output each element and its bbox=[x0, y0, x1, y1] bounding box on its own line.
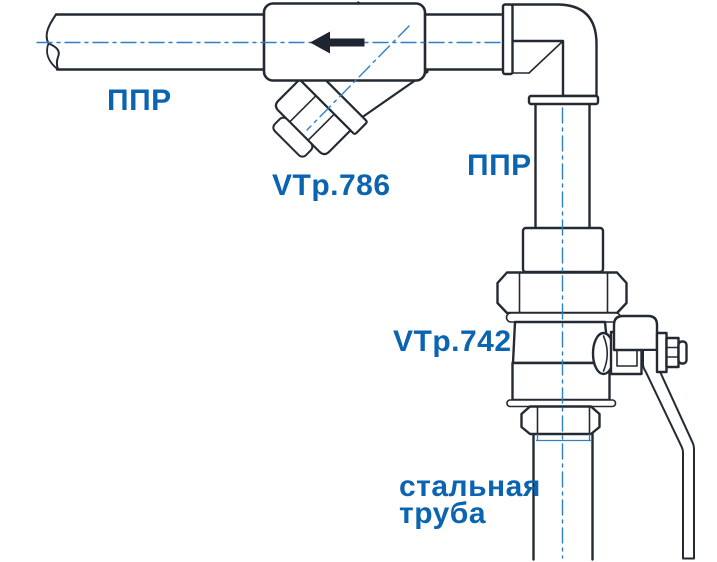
bottom-nut bbox=[520, 405, 601, 436]
handle-bracket bbox=[612, 314, 659, 352]
union-ball-valve bbox=[496, 226, 628, 436]
pipe-break-symbol bbox=[45, 13, 60, 71]
ppr-pipe-vertical bbox=[534, 98, 591, 232]
centerline-diagonal bbox=[306, 25, 410, 131]
label-ppr-top: ППР bbox=[107, 84, 172, 117]
flow-direction-arrow-icon bbox=[310, 31, 365, 54]
valve-handle bbox=[612, 314, 695, 560]
handle-lever bbox=[642, 349, 695, 560]
label-steel-pipe-line1: стальная bbox=[399, 470, 541, 503]
label-valve-model: VTp.742 bbox=[393, 325, 512, 358]
label-strainer-model: VTp.786 bbox=[272, 169, 391, 202]
elbow-fitting bbox=[501, 3, 600, 106]
elbow-socket-left bbox=[501, 3, 514, 76]
union-nut bbox=[496, 271, 628, 315]
valve-body bbox=[511, 361, 611, 402]
steel-pipe bbox=[532, 423, 594, 561]
thread-marks bbox=[536, 434, 591, 442]
strainer-cap bbox=[272, 78, 352, 158]
elbow-socket-bottom bbox=[527, 94, 600, 106]
label-steel-pipe-line2: труба bbox=[399, 497, 486, 530]
stem-nut bbox=[655, 331, 688, 374]
label-ppr-vertical: ППР bbox=[467, 149, 532, 182]
